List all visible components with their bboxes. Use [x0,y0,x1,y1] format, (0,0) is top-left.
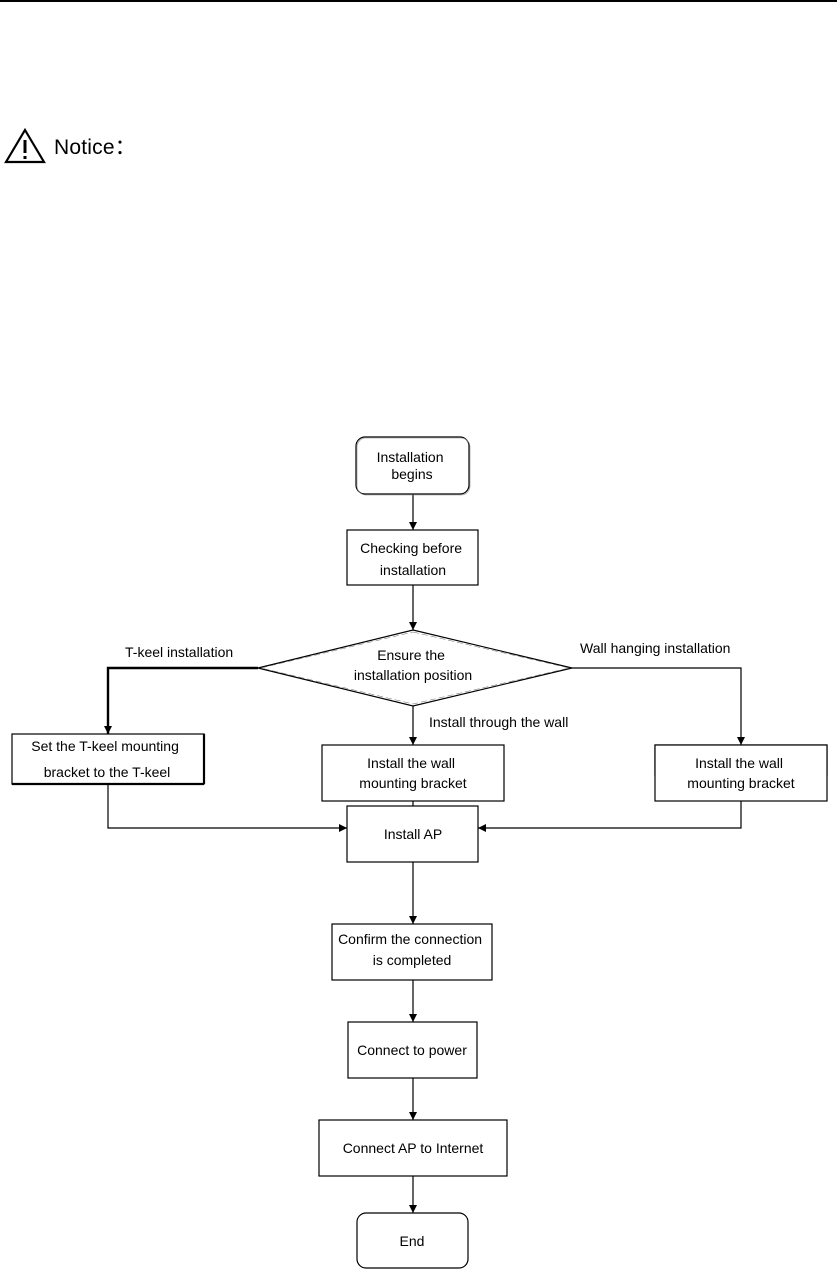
node-tkeel-line-2: bracket to the T-keel [44,764,171,780]
node-wall-hanging-line-2: mounting bracket [687,775,795,791]
node-power-line-1: Connect to power [357,1042,467,1058]
node-check: Checking before installation [346,529,479,586]
node-install-ap: Install AP [346,805,479,863]
node-start: Installation begins [355,436,471,496]
edge-label-wall-hanging: Wall hanging installation [580,640,730,656]
svg-text:Set the T-keel mounting: Set the T-keel mounting bracket to the T… [31,738,183,780]
svg-text:Install the wall mountin: Install the wall mounting bracket [359,755,467,791]
edge-label-tkeel: T-keel installation [125,644,233,660]
warning-triangle-icon [4,128,46,164]
svg-text:Install the wall mountin: Install the wall mounting bracket [687,755,795,791]
node-confirm: Confirm the connection is completed [331,923,493,981]
node-confirm-line-2: is completed [373,952,452,968]
node-wall-through: Install the wall mounting bracket [321,744,505,802]
node-confirm-line-1: Confirm the connection [338,931,482,947]
node-end-line-1: End [400,1233,425,1249]
node-power: Connect to power [347,1021,478,1079]
edge-label-wall-through: Install through the wall [429,714,568,730]
node-tkeel-line-1: Set the T-keel mounting [31,738,179,754]
node-decision: Ensure the installation position [257,629,573,707]
edge-decision-to-tkeel [104,666,258,734]
node-wall-hanging: Install the wall mounting bracket [654,744,828,802]
notice-heading: Notice： [4,126,136,166]
node-start-line-1: Installation [377,449,444,465]
node-tkeel: Set the T-keel mounting bracket to the T… [11,733,206,786]
page-top-rule [0,0,837,2]
node-check-line-2: installation [380,562,446,578]
svg-text:Ensure the installation: Ensure the installation position [354,647,472,683]
node-start-line-2: begins [391,466,432,482]
node-wall-through-line-1: Install the wall [367,755,455,771]
node-install-ap-line-1: Install AP [384,826,442,842]
node-check-line-1: Checking before [360,540,462,556]
svg-text:Checking before installa: Checking before installation [360,540,466,578]
node-decision-line-2: installation position [354,667,472,683]
edge-decision-to-wall-hanging [572,667,745,745]
node-wall-hanging-line-1: Install the wall [695,755,783,771]
node-internet-line-1: Connect AP to Internet [343,1140,484,1156]
svg-text:Confirm the connection i: Confirm the connection is completed [338,931,486,968]
edge-tkeel-to-install-ap [107,784,347,832]
node-decision-line-1: Ensure the [377,647,445,663]
notice-label: Notice： [54,136,136,159]
node-wall-through-line-2: mounting bracket [359,775,467,791]
node-end: End [356,1212,469,1269]
node-internet: Connect AP to Internet [318,1119,508,1177]
svg-text:Installation begins: Installation begins [377,449,448,482]
